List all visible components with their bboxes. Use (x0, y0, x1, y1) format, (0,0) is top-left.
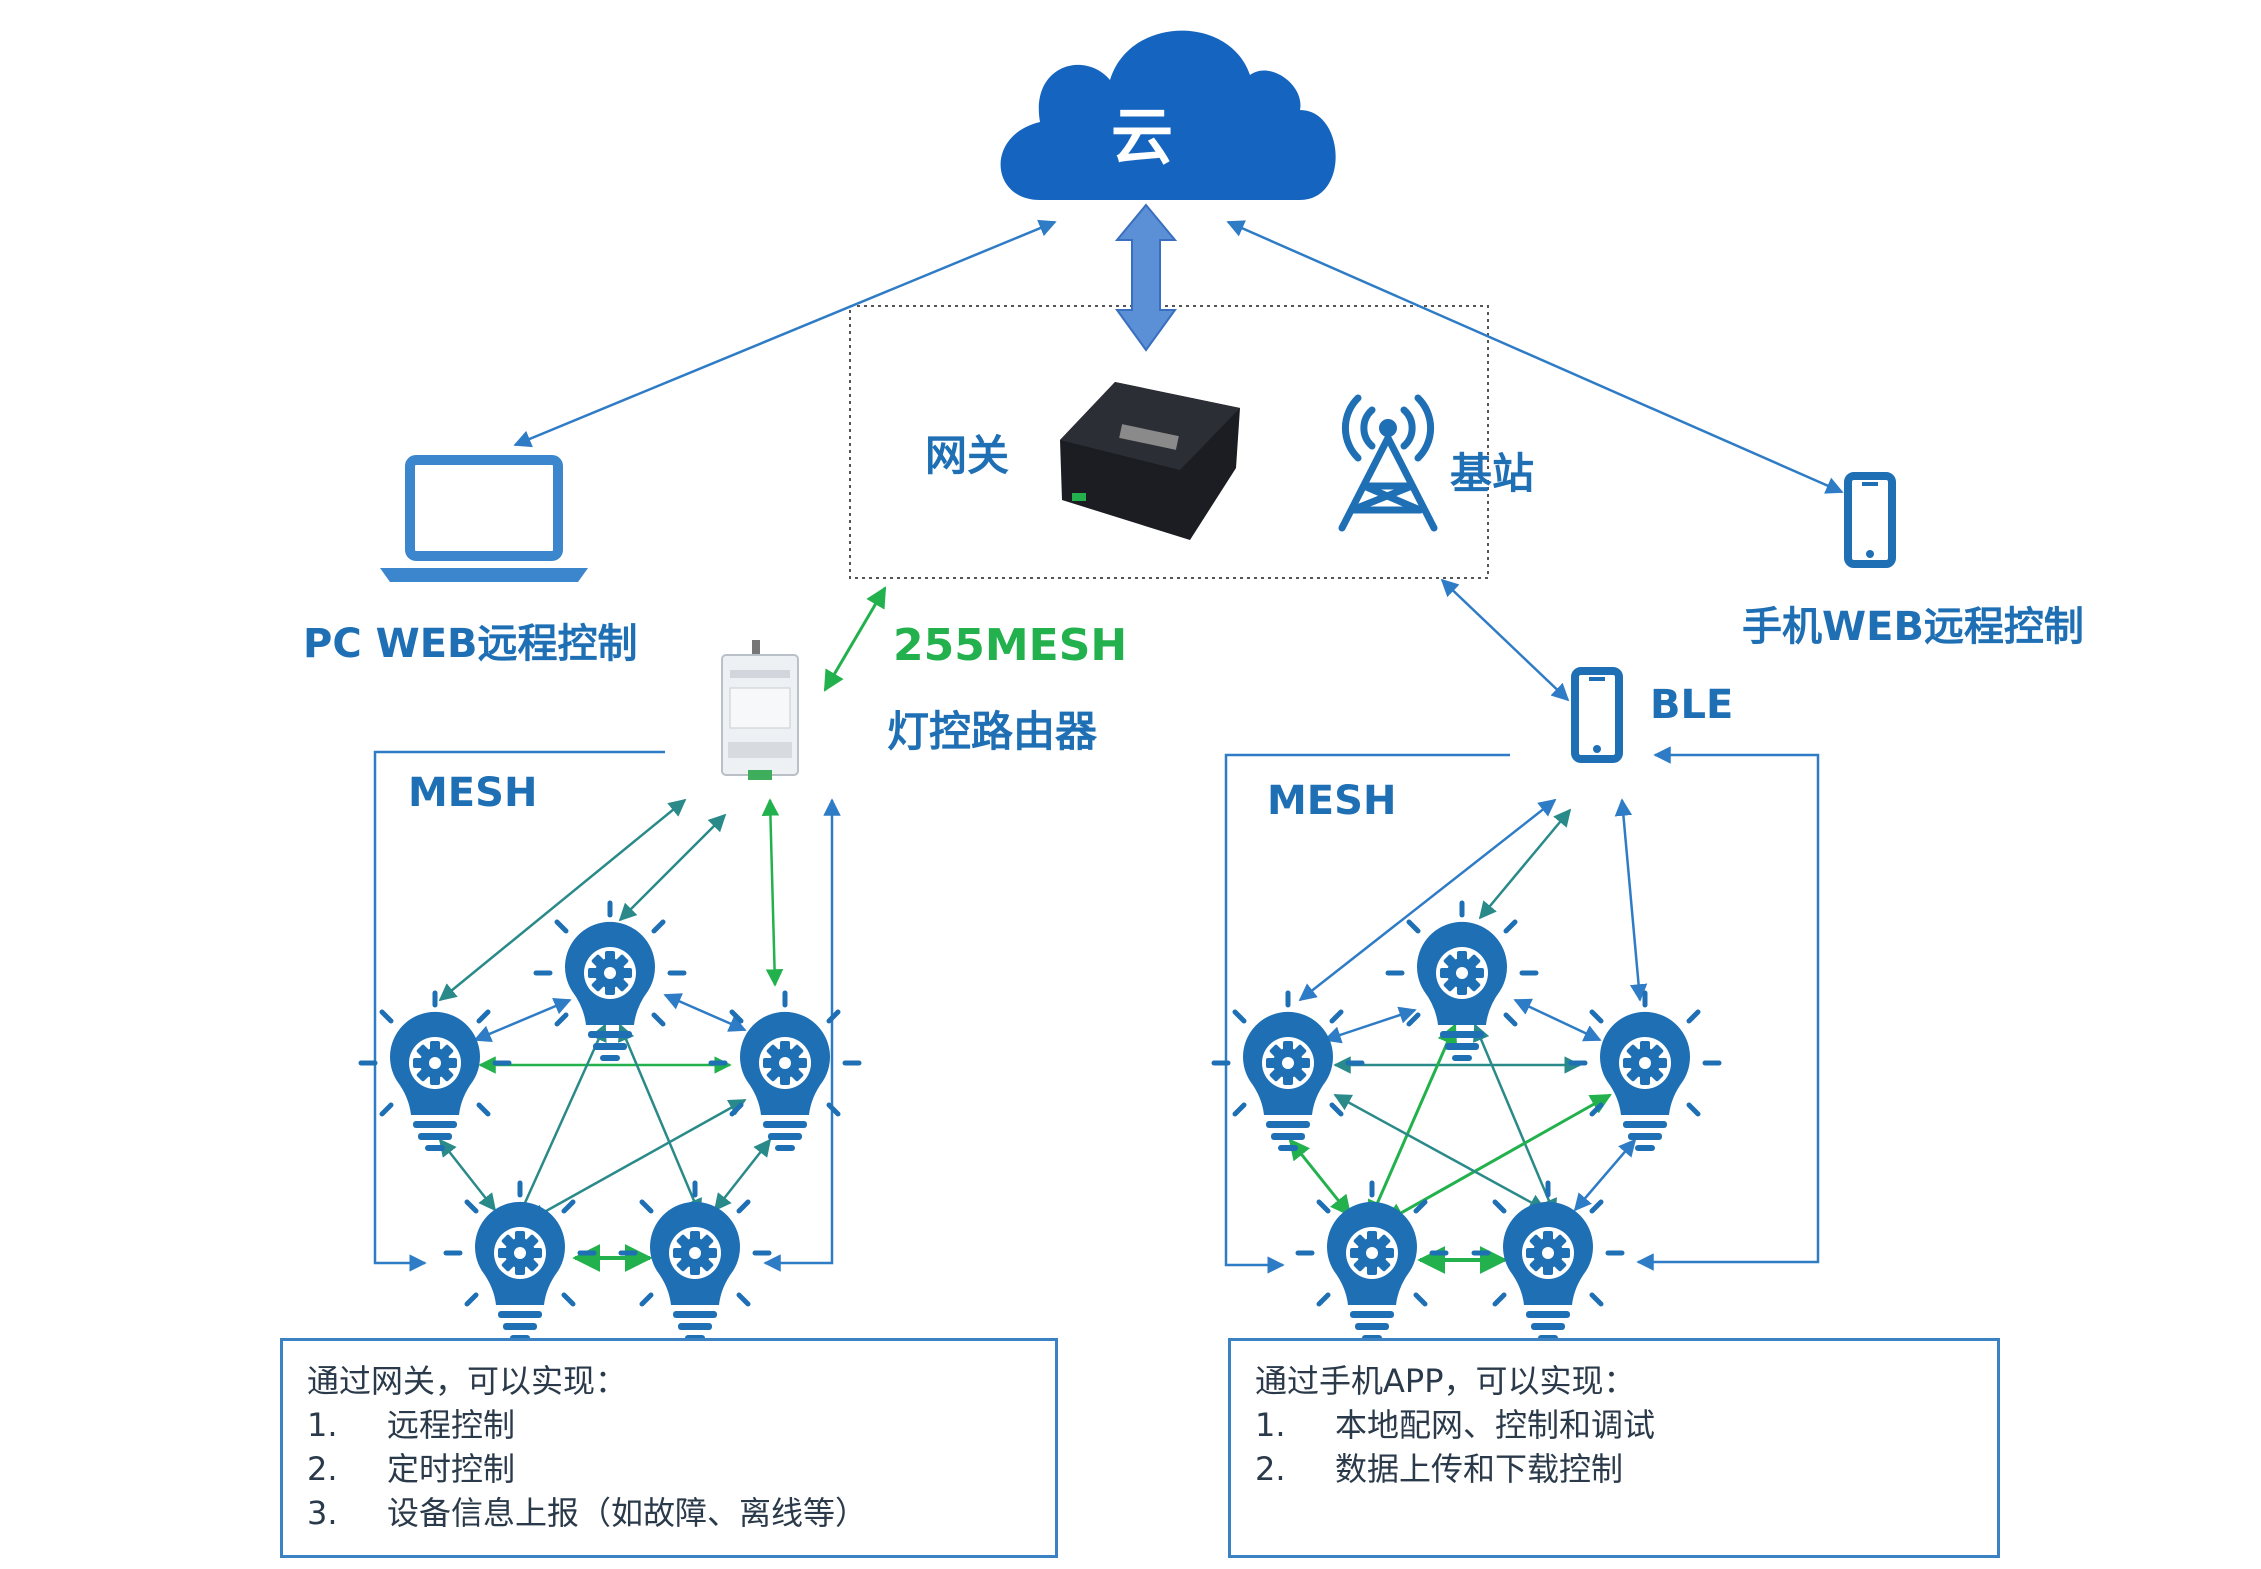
ble-label: BLE (1650, 682, 1733, 728)
smart-bulb-icon (1571, 993, 1719, 1151)
info-box-gateway: 通过网关，可以实现： 1.远程控制 2.定时控制 3.设备信息上报（如故障、离线… (280, 1338, 1058, 1558)
list-item: 1.本地配网、控制和调试 (1255, 1406, 1656, 1444)
smart-bulb-icon (536, 903, 684, 1061)
cloud-gateway-link (1114, 203, 1178, 352)
list-item: 2.定时控制 (307, 1450, 516, 1488)
cloud-pc-link (513, 219, 1057, 448)
gateway-device-icon (1060, 382, 1240, 540)
smart-bulb-icon (711, 993, 859, 1151)
list-item: 1.远程控制 (307, 1406, 516, 1444)
list-item: 3.设备信息上报（如故障、离线等） (307, 1494, 868, 1532)
info-box-title: 通过网关，可以实现： (307, 1362, 628, 1400)
gateway-label: 网关 (925, 431, 1009, 480)
mesh-left-links (438, 798, 784, 1272)
list-item: 2.数据上传和下载控制 (1255, 1450, 1624, 1488)
pc-label: PC WEB远程控制 (303, 621, 638, 667)
phone-remote-label: 手机WEB远程控制 (1742, 604, 2084, 650)
smartphone-icon (1575, 671, 1619, 759)
mesh-right-outer-link-right (1636, 746, 1820, 1271)
cloud-label: 云 (1111, 100, 1173, 173)
mesh-left-outer-link (373, 750, 665, 1272)
mesh-right-outer-link (1224, 753, 1510, 1274)
cloud-icon: 云 (1000, 30, 1336, 200)
cloud-phone-link (1226, 220, 1844, 494)
router-gateway-link (823, 586, 887, 692)
info-box-title: 通过手机APP，可以实现： (1255, 1362, 1636, 1400)
mesh-right-links (1288, 798, 1648, 1274)
router-protocol-label: 255MESH (893, 620, 1127, 671)
antenna-tower-icon (1338, 394, 1438, 532)
mesh-right-label: MESH (1267, 778, 1396, 824)
smart-bulb-icon (1214, 993, 1362, 1151)
din-rail-router-icon (721, 640, 799, 780)
mesh-left-label: MESH (408, 770, 537, 816)
laptop-icon (380, 455, 588, 582)
mesh-left-outer-link-right (763, 798, 841, 1272)
smartphone-icon (1848, 476, 1892, 564)
smart-bulb-icon (621, 1183, 769, 1341)
base-ble-link (1440, 578, 1570, 702)
router-label: 灯控路由器 (887, 707, 1098, 756)
smart-bulb-icon (446, 1183, 594, 1341)
smart-bulb-icon (361, 993, 509, 1151)
info-box-phone-app: 通过手机APP，可以实现： 1.本地配网、控制和调试 2.数据上传和下载控制 (1228, 1338, 2000, 1558)
base-station-label: 基站 (1450, 449, 1534, 498)
smart-bulb-icon (1388, 903, 1536, 1061)
